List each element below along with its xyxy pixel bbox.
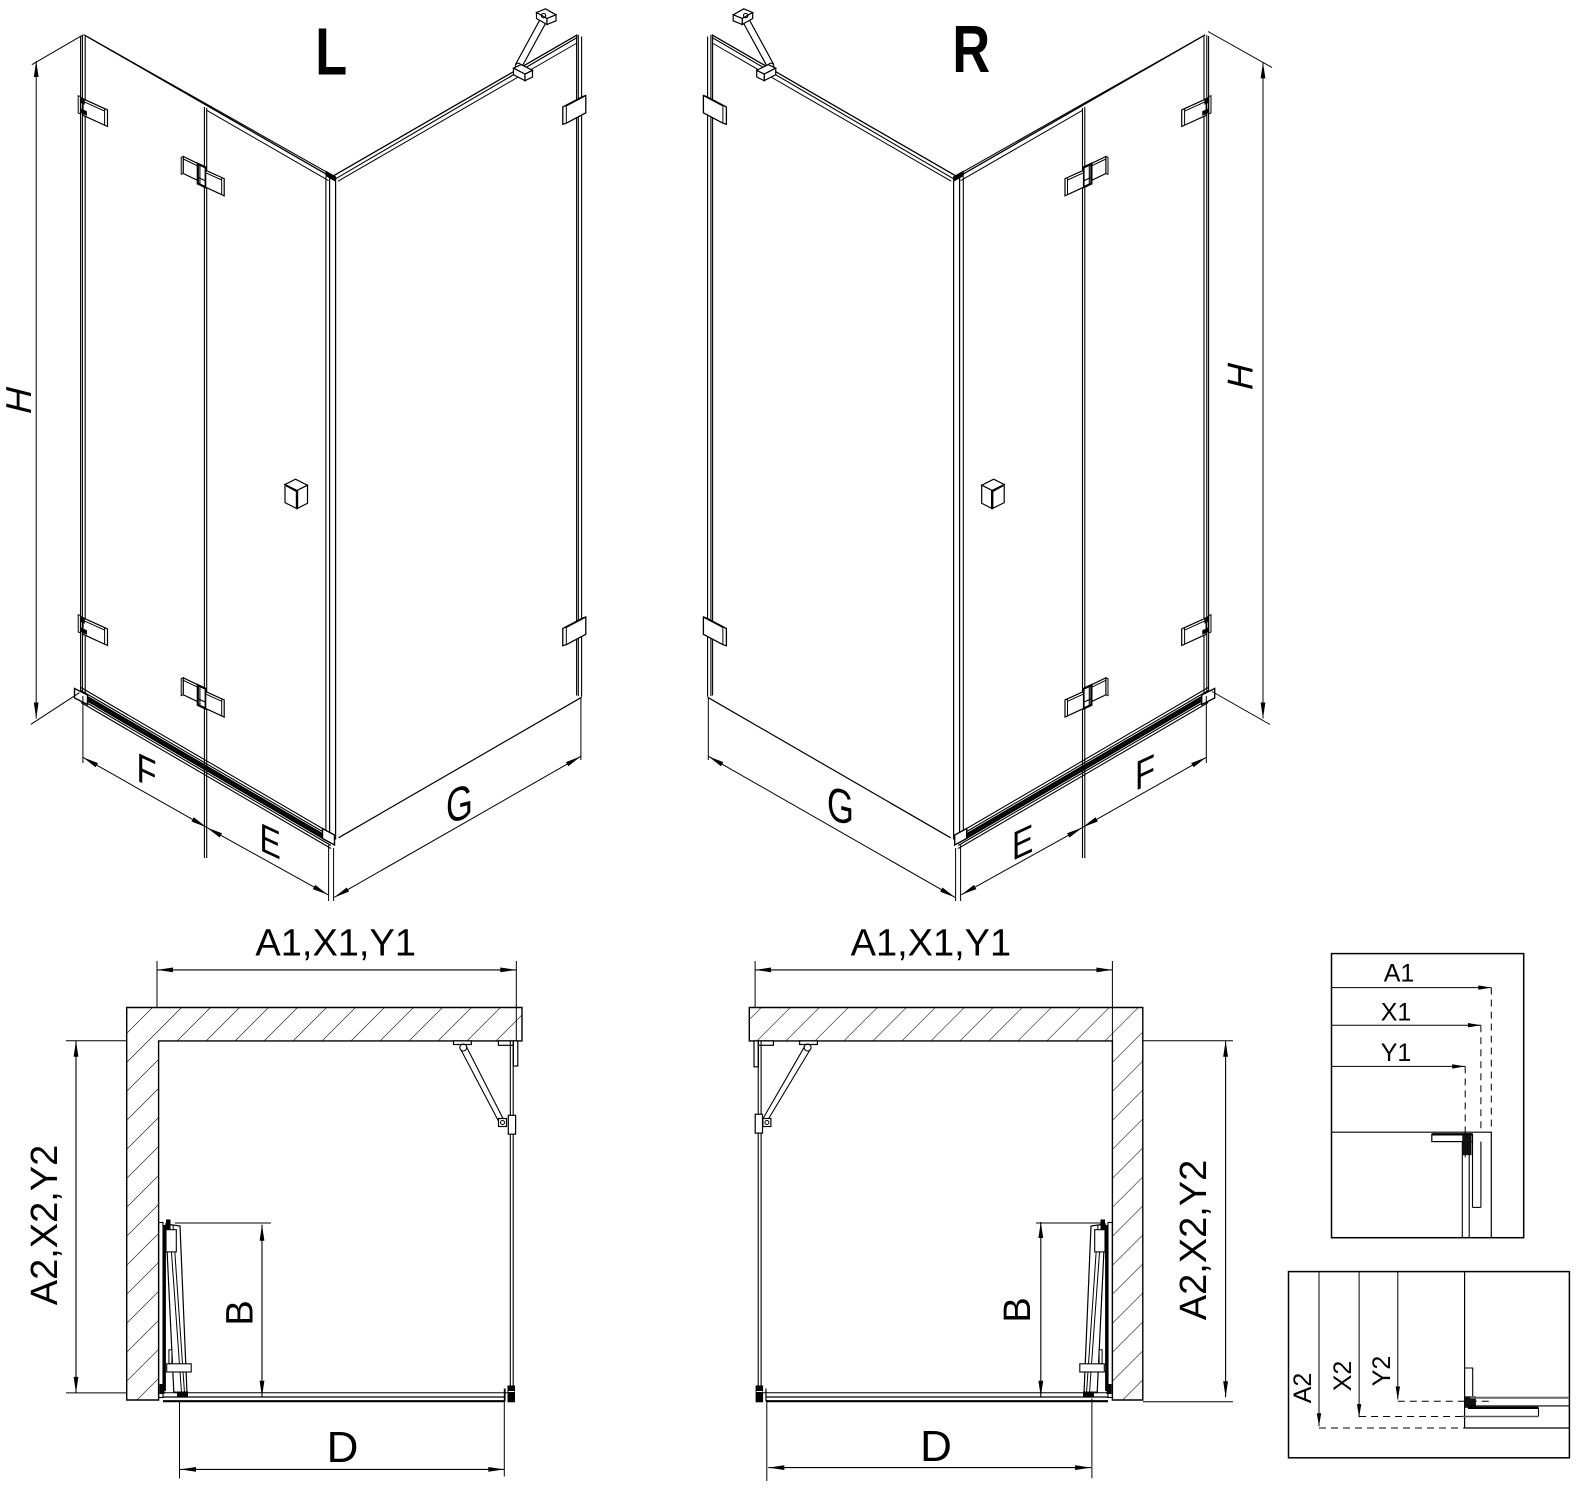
svg-text:A1: A1 xyxy=(1384,960,1415,988)
svg-text:A1,X1,Y1: A1,X1,Y1 xyxy=(255,923,416,965)
svg-text:G: G xyxy=(446,774,473,834)
svg-text:B: B xyxy=(997,1297,1039,1322)
svg-text:X2: X2 xyxy=(1329,1361,1357,1392)
svg-text:A2: A2 xyxy=(1289,1373,1317,1404)
svg-text:B: B xyxy=(220,1300,262,1325)
svg-text:A2,X2,Y2: A2,X2,Y2 xyxy=(24,1145,66,1306)
svg-text:E: E xyxy=(1012,815,1033,869)
svg-text:D: D xyxy=(920,1422,952,1471)
svg-text:X1: X1 xyxy=(1381,998,1412,1026)
svg-text:F: F xyxy=(1135,746,1155,801)
svg-text:R: R xyxy=(952,12,990,87)
svg-text:A2,X2,Y2: A2,X2,Y2 xyxy=(1173,1160,1215,1321)
svg-text:F: F xyxy=(137,744,157,799)
svg-text:Y1: Y1 xyxy=(1381,1039,1412,1067)
svg-text:L: L xyxy=(315,14,347,89)
svg-text:G: G xyxy=(827,776,854,836)
svg-text:E: E xyxy=(260,814,281,868)
svg-text:A1,X1,Y1: A1,X1,Y1 xyxy=(851,923,1012,965)
svg-text:Y2: Y2 xyxy=(1368,1356,1396,1387)
svg-text:D: D xyxy=(327,1423,359,1472)
